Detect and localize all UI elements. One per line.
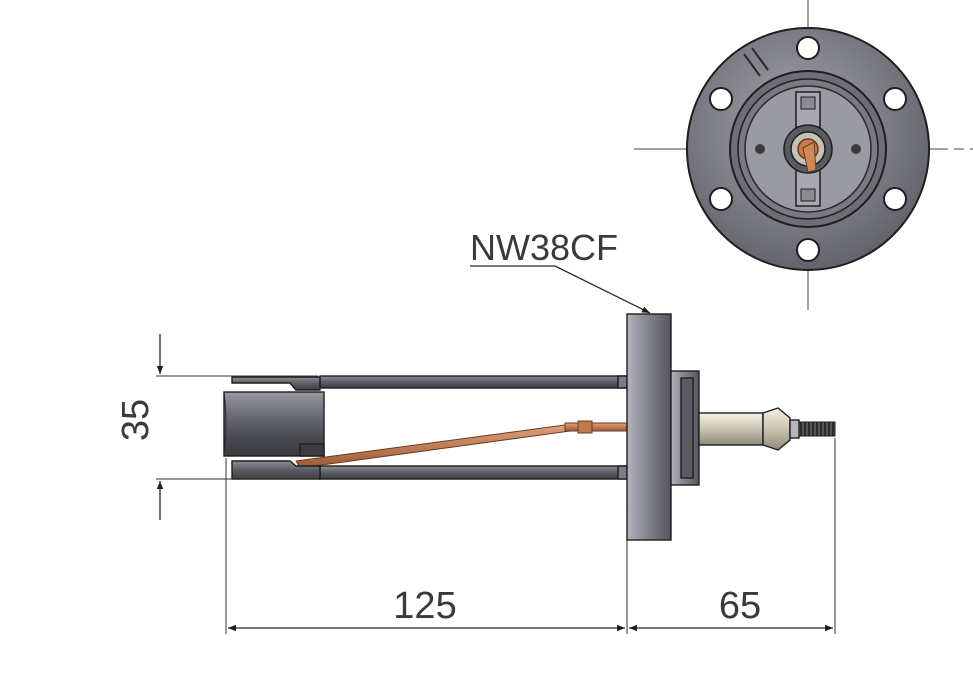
bolt-holes (709, 36, 907, 262)
threaded-terminal (798, 421, 836, 437)
bolt-hole (883, 187, 907, 211)
copper-lead (295, 420, 628, 469)
rod-end-bottom (617, 465, 628, 480)
end-view (634, 0, 973, 310)
dimension-35: 35 (115, 334, 318, 520)
feedthrough-pin (789, 419, 800, 439)
side-view (223, 313, 836, 541)
bolt-hole (709, 87, 733, 111)
feedthrough-insulator (762, 407, 791, 451)
rod-end-top (617, 375, 628, 389)
dimension-65: 65 (629, 438, 836, 634)
feedthrough-shaft (698, 412, 764, 446)
bolt-hole (709, 187, 733, 211)
dimension-65-label: 65 (719, 585, 761, 627)
sample-cup (223, 391, 325, 457)
flange-hub-inner (680, 377, 694, 479)
upper-support-rod (319, 375, 627, 389)
dimension-125: 125 (225, 458, 628, 634)
lower-support-rod (319, 465, 627, 480)
flange-label: NW38CF (470, 227, 618, 268)
bolt-hole (883, 87, 907, 111)
bolt-hole (796, 36, 820, 60)
flange-callout: NW38CF (470, 227, 651, 314)
bolt-hole (796, 238, 820, 262)
dimension-35-label: 35 (115, 399, 157, 441)
dimension-125-label: 125 (393, 585, 456, 627)
cf-flange (626, 313, 672, 541)
